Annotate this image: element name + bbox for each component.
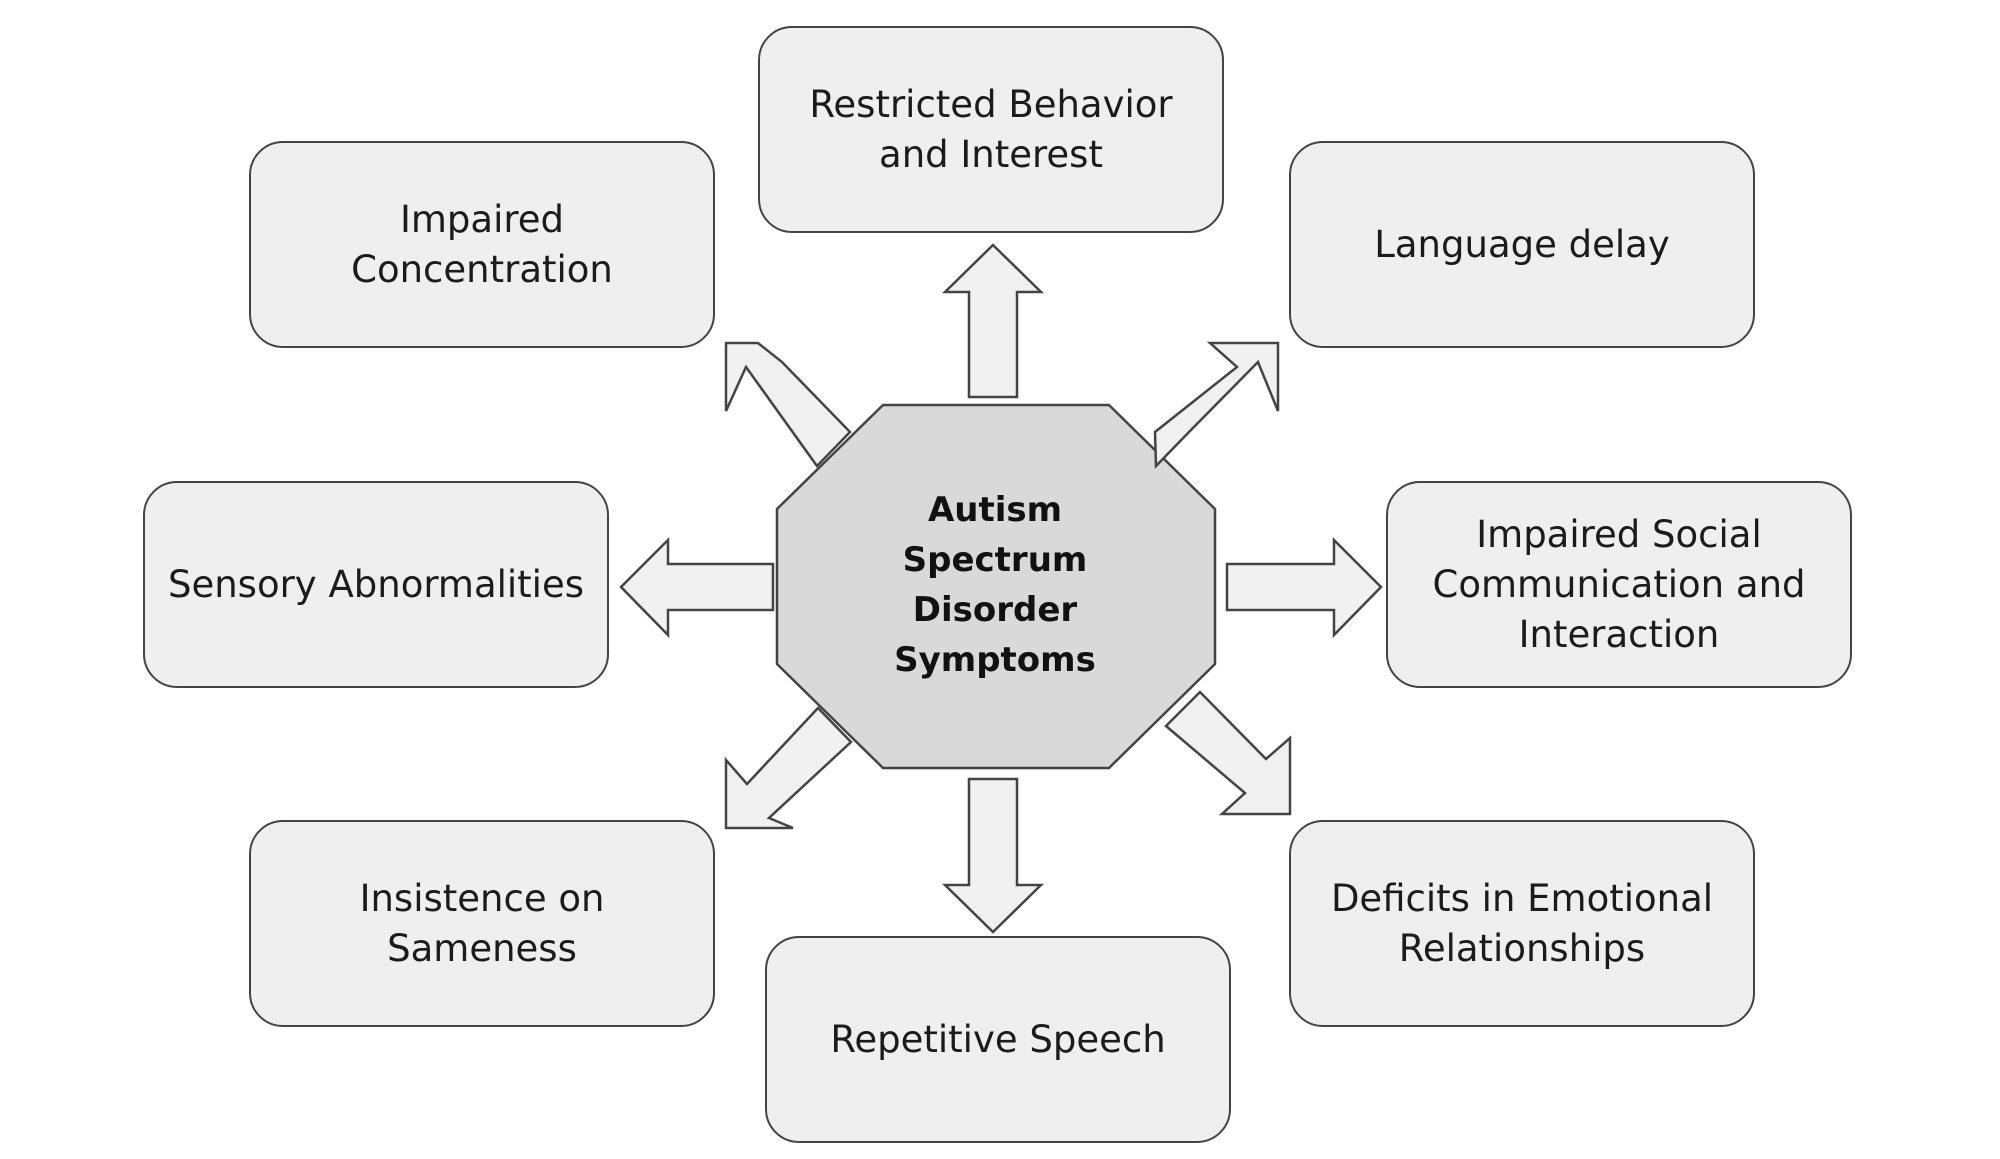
- node-restricted-behavior: Restricted Behavior and Interest: [758, 26, 1224, 233]
- node-repetitive-speech-label: Repetitive Speech: [830, 1017, 1166, 1061]
- node-insistence-sameness: Insistence on Sameness: [249, 820, 715, 1027]
- arrow-down-right: [1164, 690, 1292, 816]
- node-insistence-sameness-label: Insistence on Sameness: [359, 876, 605, 970]
- arrow-down: [941, 777, 1045, 934]
- arrow-down-left: [724, 706, 853, 830]
- center-octagon: [775, 403, 1217, 770]
- center-label: Autism Spectrum Disorder Symptoms: [894, 490, 1096, 680]
- node-impaired-social: Impaired Social Communication and Intera…: [1386, 481, 1852, 688]
- node-restricted-behavior-label: Restricted Behavior and Interest: [809, 82, 1173, 176]
- arrow-up-left: [724, 341, 852, 468]
- arrow-right: [1225, 536, 1383, 639]
- node-impaired-social-label: Impaired Social Communication and Intera…: [1432, 512, 1806, 656]
- node-sensory-abnormalities-label: Sensory Abnormalities: [167, 562, 585, 606]
- node-emotional-relationships-label: Deficits in Emotional Relationships: [1330, 876, 1714, 970]
- center-label-box: Autism Spectrum Disorder Symptoms: [845, 475, 1145, 695]
- node-emotional-relationships: Deficits in Emotional Relationships: [1289, 820, 1755, 1027]
- node-sensory-abnormalities: Sensory Abnormalities: [143, 481, 609, 688]
- node-impaired-concentration: Impaired Concentration: [249, 141, 715, 348]
- node-language-delay: Language delay: [1289, 141, 1755, 348]
- node-language-delay-label: Language delay: [1374, 222, 1670, 266]
- node-repetitive-speech: Repetitive Speech: [765, 936, 1231, 1143]
- arrow-up-right: [1153, 341, 1280, 469]
- node-impaired-concentration-label: Impaired Concentration: [351, 197, 613, 291]
- arrow-left: [619, 536, 775, 639]
- arrow-up: [941, 243, 1045, 399]
